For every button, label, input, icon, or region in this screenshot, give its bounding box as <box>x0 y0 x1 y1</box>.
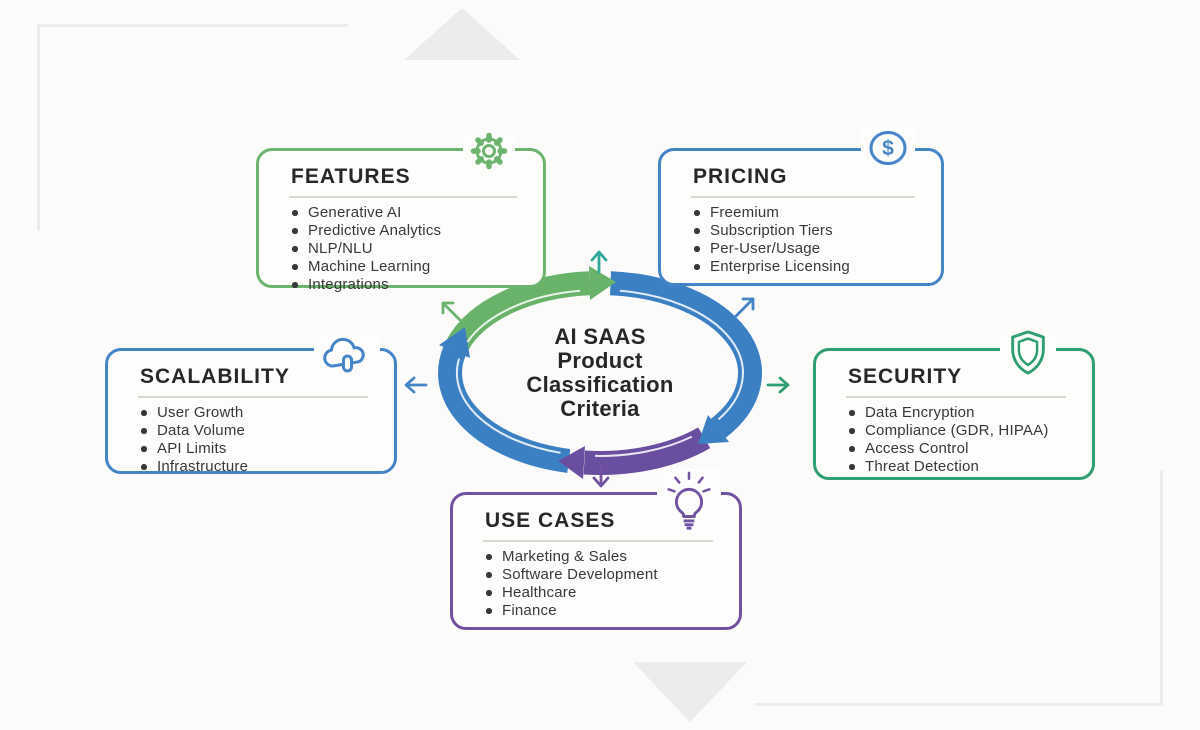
arrow-left-icon <box>401 371 429 399</box>
pricing-card: $ PRICING Freemium Subscription Tiers Pe… <box>658 128 944 286</box>
list-item: NLP/NLU <box>289 241 523 256</box>
list-item: Access Control <box>846 441 1072 456</box>
scalability-title: SCALABILITY <box>140 365 290 388</box>
pricing-title: PRICING <box>693 165 788 188</box>
ring-highlight <box>466 289 581 343</box>
use-cases-card: USE CASES Marketing & Sales Software Dev… <box>450 469 742 630</box>
divider <box>846 396 1066 398</box>
cycle-ring <box>428 266 772 480</box>
svg-text:$: $ <box>882 137 894 160</box>
list-item: API Limits <box>138 441 374 456</box>
dollar-icon: $ <box>861 128 915 170</box>
shield-icon <box>1000 329 1056 377</box>
features-list: Generative AI Predictive Analytics NLP/N… <box>289 205 523 292</box>
list-item: Enterprise Licensing <box>691 259 921 274</box>
divider <box>691 196 915 198</box>
divider <box>138 396 368 398</box>
title-line: Criteria <box>560 396 640 421</box>
decorative-triangle-up <box>404 8 520 60</box>
security-card: SECURITY Data Encryption Compliance (GDR… <box>813 329 1095 480</box>
list-item: Freemium <box>691 205 921 220</box>
list-item: Machine Learning <box>289 259 523 274</box>
arrow-right-icon <box>765 371 793 399</box>
scalability-card: SCALABILITY User Growth Data Volume API … <box>105 335 397 474</box>
list-item: Data Encryption <box>846 405 1072 420</box>
pricing-list: Freemium Subscription Tiers Per-User/Usa… <box>691 205 921 274</box>
security-title: SECURITY <box>848 365 963 388</box>
features-title: FEATURES <box>291 165 411 188</box>
ring-segment-blue-right <box>609 271 762 438</box>
list-item: Marketing & Sales <box>483 549 719 564</box>
divider <box>483 540 713 542</box>
ring-arrowhead-left <box>439 327 470 358</box>
ring-arrowhead-top <box>589 266 616 300</box>
ring-arrowhead-bottom <box>558 446 585 479</box>
list-item: Infrastructure <box>138 459 374 474</box>
title-line: AI SAAS <box>554 324 646 349</box>
decorative-corner-frame-bottom <box>755 470 1163 706</box>
scalability-list: User Growth Data Volume API Limits Infra… <box>138 405 374 474</box>
ring-highlight <box>594 435 693 457</box>
arrow-up-left-icon <box>437 297 465 325</box>
features-card: FEATURES Generative AI Predictive Analyt… <box>256 130 546 292</box>
decorative-corner-frame <box>37 24 348 231</box>
ring-segment-green <box>446 271 591 352</box>
list-item: Finance <box>483 603 719 618</box>
ring-highlight <box>455 358 561 454</box>
divider <box>289 196 517 198</box>
list-item: User Growth <box>138 405 374 420</box>
ring-segment-blue-left <box>438 346 571 473</box>
arrow-down-icon <box>587 463 615 491</box>
cloud-icon <box>314 335 380 377</box>
title-line: Classification <box>526 372 674 397</box>
decorative-triangle-down <box>633 662 747 722</box>
ring-highlight <box>619 289 744 421</box>
gear-icon <box>463 130 515 172</box>
list-item: Generative AI <box>289 205 523 220</box>
list-item: Compliance (GDR, HIPAA) <box>846 423 1072 438</box>
use-cases-list: Marketing & Sales Software Development H… <box>483 549 719 618</box>
arrow-up-icon <box>585 247 613 275</box>
title-line: Product <box>557 348 643 373</box>
list-item: Healthcare <box>483 585 719 600</box>
list-item: Data Volume <box>138 423 374 438</box>
arrow-up-right-icon <box>731 293 759 321</box>
list-item: Threat Detection <box>846 459 1072 474</box>
list-item: Predictive Analytics <box>289 223 523 238</box>
lightbulb-icon <box>657 469 721 533</box>
list-item: Software Development <box>483 567 719 582</box>
security-list: Data Encryption Compliance (GDR, HIPAA) … <box>846 405 1072 474</box>
list-item: Integrations <box>289 277 523 292</box>
list-item: Subscription Tiers <box>691 223 921 238</box>
ring-segment-purple <box>583 427 711 475</box>
ring-arrowhead-right <box>698 415 729 444</box>
use-cases-title: USE CASES <box>485 509 616 532</box>
list-item: Per-User/Usage <box>691 241 921 256</box>
diagram-title: AI SAAS Product Classification Criteria <box>470 325 730 421</box>
